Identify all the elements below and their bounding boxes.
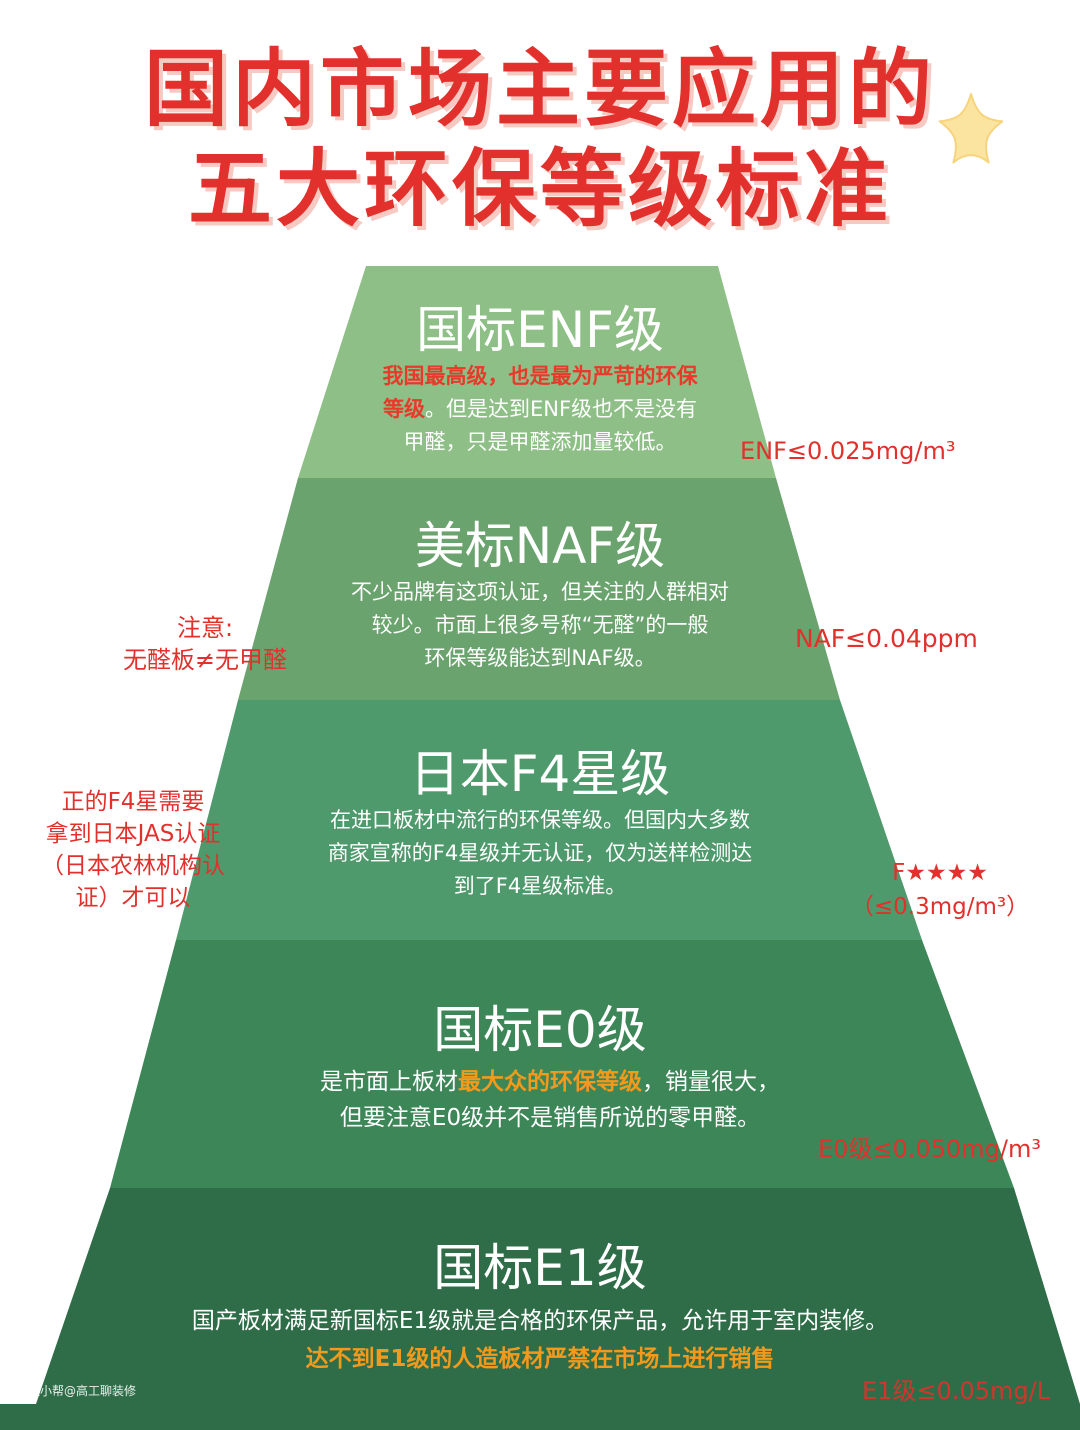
tier-desc-enf-line-2: 。但是达到ENF级也不是没有	[424, 397, 698, 421]
tier-band-enf	[298, 266, 776, 478]
tier-desc-e1: 国产板材满足新国标E1级就是合格的环保产品，允许用于室内装修。 达不到E1级的人…	[80, 1302, 1000, 1378]
tier-desc-e0-line-1-post: ，销量很大，	[642, 1069, 780, 1095]
tier-title-f4: 日本F4星级	[409, 745, 671, 803]
page-title-line-2: 五大环保等级标准	[187, 140, 892, 238]
standard-f4-line-1: F★★★★	[892, 860, 988, 886]
watermark: 住小帮@高工聊装修	[28, 1384, 137, 1398]
note-naf-line-1: 注意:	[176, 614, 234, 642]
standard-enf: ENF≤0.025mg/m³	[740, 437, 956, 465]
tier-desc-e0: 是市面上板材最大众的环保等级，销量很大， 但要注意E0级并不是销售所说的零甲醛。	[250, 1064, 850, 1136]
standard-f4-line-2: （≤0.3mg/m³）	[850, 894, 1030, 920]
tier-desc-f4-line-3: 到了F4星级标准。	[453, 874, 627, 898]
standard-e1: E1级≤0.05mg/L	[862, 1377, 1051, 1405]
tier-desc-e0-line-1-pre: 是市面上板材	[320, 1069, 458, 1095]
note-naf-line-2: 无醛板≠无甲醛	[122, 646, 288, 674]
tier-title-enf: 国标ENF级	[416, 301, 664, 359]
tier-desc-e1-line-2: 达不到E1级的人造板材严禁在市场上进行销售	[305, 1346, 775, 1372]
page-title-line-1: 国内市场主要应用的	[143, 40, 936, 138]
note-f4-line-2: 拿到日本JAS认证	[45, 821, 221, 847]
tier-desc-enf-line-3: 甲醛，只是甲醛添加量较低。	[403, 430, 677, 454]
tier-title-e0: 国标E0级	[433, 1001, 647, 1059]
tier-band-e0	[110, 940, 1014, 1188]
tier-desc-naf-line-1: 不少品牌有这项认证，但关注的人群相对	[351, 580, 729, 604]
note-f4-line-4: 证）才可以	[75, 885, 191, 911]
star-icon	[938, 92, 1004, 164]
standard-f4: F★★★★ （≤0.3mg/m³）	[835, 856, 1045, 924]
tier-desc-f4-line-2: 商家宣称的F4星级并无认证，仅为送样检测达	[327, 841, 753, 865]
note-f4-line-1: 正的F4星需要	[61, 789, 205, 815]
tier-band-naf	[238, 478, 840, 700]
tier-desc-enf-line-1: 我国最高级，也是最为严苛的环保	[382, 364, 698, 388]
standard-naf: NAF≤0.04ppm	[795, 624, 978, 653]
tier-desc-enf-line-2-red: 等级	[382, 397, 425, 421]
note-f4-line-3: （日本农林机构认	[41, 853, 225, 879]
tier-band-e1	[0, 1188, 1080, 1430]
tier-title-naf: 美标NAF级	[414, 517, 666, 575]
tier-title-e1: 国标E1级	[433, 1239, 647, 1297]
tier-desc-naf-line-2: 较少。市面上很多号称“无醛”的一般	[371, 613, 709, 637]
note-naf: 注意: 无醛板≠无甲醛	[100, 612, 310, 676]
tier-desc-naf-line-3: 环保等级能达到NAF级。	[424, 646, 656, 670]
tier-desc-e1-line-1: 国产板材满足新国标E1级就是合格的环保产品，允许用于室内装修。	[191, 1308, 889, 1334]
standard-e0: E0级≤0.050mg/m³	[818, 1135, 1041, 1163]
tier-desc-f4-line-1: 在进口板材中流行的环保等级。但国内大多数	[330, 808, 750, 832]
tier-desc-enf: 我国最高级，也是最为严苛的环保 等级。但是达到ENF级也不是没有 甲醛，只是甲醛…	[330, 360, 750, 459]
tier-desc-e0-line-2: 但要注意E0级并不是销售所说的零甲醛。	[339, 1105, 761, 1131]
note-f4: 正的F4星需要 拿到日本JAS认证 （日本农林机构认 证）才可以	[18, 786, 248, 914]
tier-band-f4	[176, 700, 922, 940]
tier-desc-f4: 在进口板材中流行的环保等级。但国内大多数 商家宣称的F4星级并无认证，仅为送样检…	[260, 804, 820, 903]
tier-desc-e0-highlight: 最大众的环保等级	[458, 1069, 642, 1095]
tier-desc-naf: 不少品牌有这项认证，但关注的人群相对 较少。市面上很多号称“无醛”的一般 环保等…	[300, 576, 780, 675]
